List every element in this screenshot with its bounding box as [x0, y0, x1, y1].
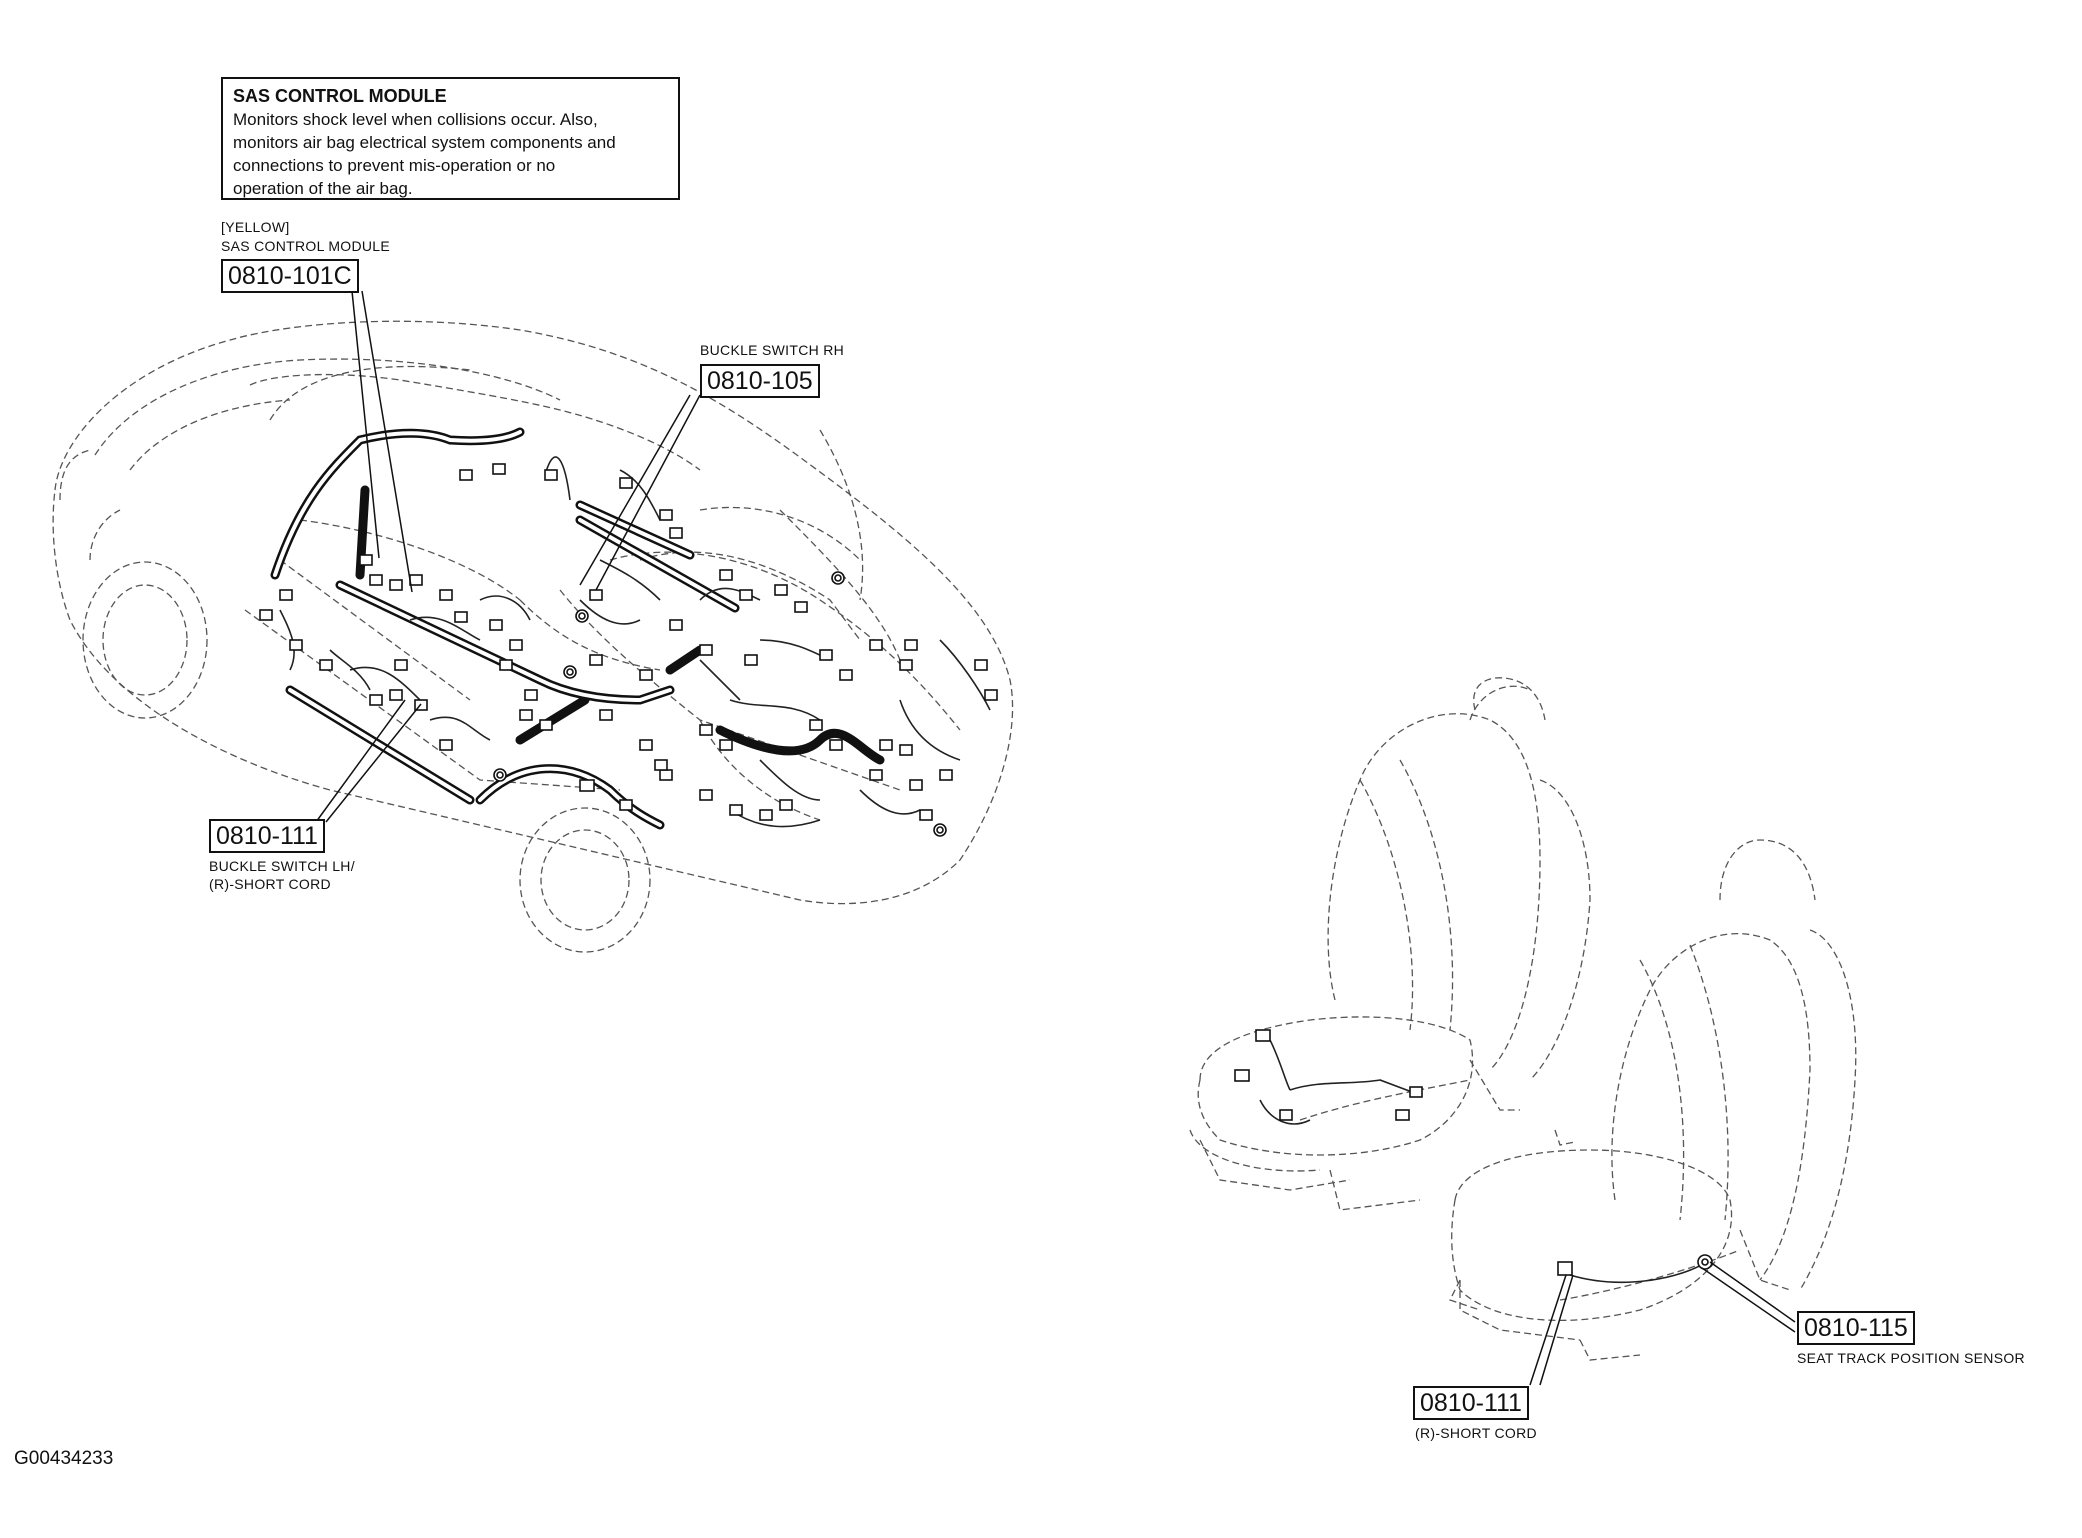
- sas-info-line: operation of the air bag.: [233, 179, 413, 198]
- seat-left-connectors: [1234, 1029, 1423, 1121]
- sas-module-code: 0810-101C: [221, 259, 359, 293]
- sas-info-title: SAS CONTROL MODULE: [233, 86, 447, 106]
- figure-id: G00434233: [14, 1448, 114, 1469]
- seat-track-sensor-label: SEAT TRACK POSITION SENSOR: [1797, 1350, 2025, 1366]
- wire-harness-core: [273, 430, 737, 827]
- buckle-lh-label: BUCKLE SWITCH LH/: [209, 858, 355, 874]
- seat-left-wires: [1259, 1039, 1421, 1125]
- seat-short-cord-code: 0810-111: [1413, 1386, 1529, 1420]
- sas-info-line: Monitors shock level when collisions occ…: [233, 110, 598, 129]
- buckle-lh-label-2: (R)-SHORT CORD: [209, 876, 331, 892]
- seat-right-connectors: [1557, 1254, 1713, 1276]
- sas-info-box: SAS CONTROL MODULE Monitors shock level …: [221, 77, 680, 200]
- thin-wires: [279, 456, 991, 828]
- buckle-rh-code: 0810-105: [700, 364, 820, 398]
- buckle-lh-code: 0810-111: [209, 819, 325, 853]
- seat-right-wires: [1569, 1259, 1711, 1283]
- seat-short-cord-label: (R)-SHORT CORD: [1415, 1425, 1537, 1441]
- seat-track-sensor-code: 0810-115: [1797, 1311, 1915, 1345]
- sas-info-body: Monitors shock level when collisions occ…: [233, 108, 668, 200]
- seat-left-outline: [1189, 677, 1591, 1211]
- buckle-rh-label: BUCKLE SWITCH RH: [700, 342, 845, 358]
- car-body-outline: [52, 320, 1014, 953]
- leader-lines: [315, 290, 1796, 1386]
- sas-color-note: [YELLOW]: [221, 219, 290, 235]
- sas-module-label: SAS CONTROL MODULE: [221, 238, 391, 254]
- sas-info-line: monitors air bag electrical system compo…: [233, 133, 616, 152]
- sas-info-line: connections to prevent mis-operation or …: [233, 156, 556, 175]
- connectors: [259, 463, 998, 821]
- grommets: [493, 571, 947, 837]
- wire-harness: [270, 427, 885, 830]
- seat-right-outline: [1449, 839, 1857, 1361]
